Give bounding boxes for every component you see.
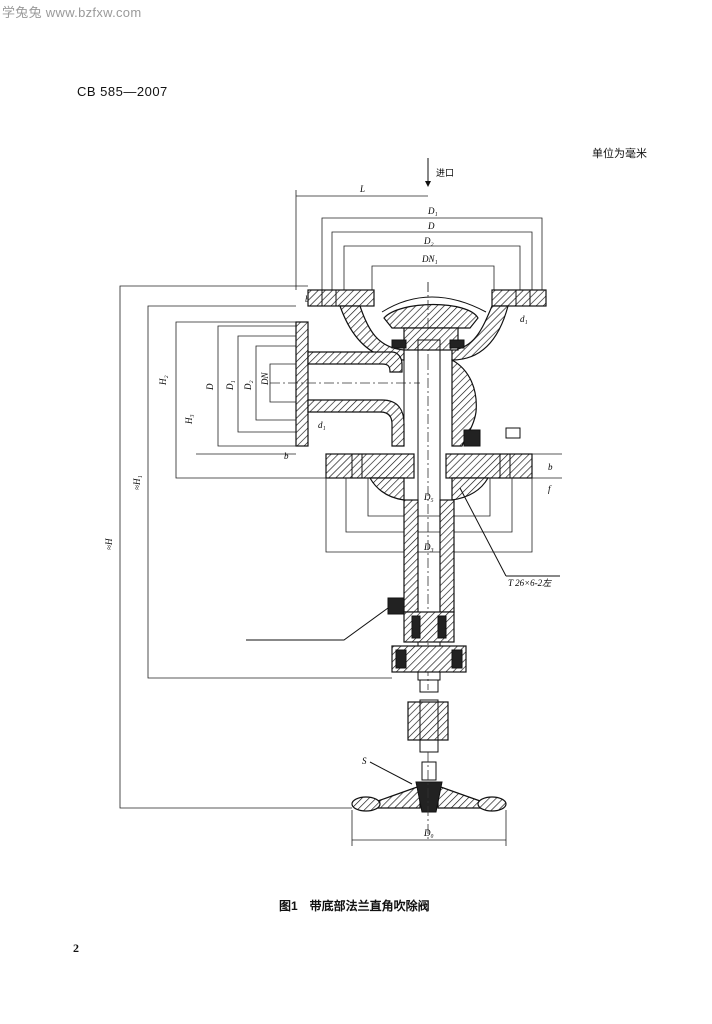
dim-L: L	[359, 184, 365, 194]
dim-line-DN1	[371, 265, 495, 292]
top-flange	[307, 282, 547, 361]
dim-d1-side: d₁	[318, 420, 326, 430]
gland-bolt-left	[387, 597, 405, 615]
s-leader	[369, 761, 413, 785]
top-flange-left	[307, 289, 375, 307]
dim-D2-side: D₂	[243, 380, 253, 391]
dim-H: ≈H	[104, 538, 114, 550]
watermark-text: 学兔兔 www.bzfxw.com	[2, 5, 142, 20]
dim-line-D-side	[217, 325, 296, 447]
bottom-flange: D₃ D₅ b f	[325, 427, 562, 553]
dim-b-bottom: b	[548, 462, 553, 472]
dim-D0: D₀	[423, 828, 434, 838]
part-leader-left	[246, 607, 389, 641]
side-flange	[295, 321, 309, 447]
stem-break	[419, 679, 439, 693]
bolt-nut-right	[463, 429, 481, 447]
dim-H3: H₃	[184, 414, 194, 425]
dim-line-D1-top	[321, 217, 543, 290]
dim-H1: ≈H₁	[132, 475, 142, 490]
dim-D-top: D	[427, 221, 435, 231]
dim-line-H1	[147, 305, 392, 679]
thread-leader	[459, 487, 507, 577]
handwheel-rim-left	[351, 796, 381, 812]
dim-line-D5	[367, 478, 491, 517]
dim-line-DN-side	[269, 363, 296, 403]
bottom-bolt-hole-right	[499, 453, 511, 479]
inlet-label: 进口	[436, 168, 454, 178]
tube-wall-left	[403, 499, 419, 613]
bottom-neck-left	[368, 477, 405, 501]
dim-S: S	[362, 756, 367, 766]
coupling	[407, 701, 449, 741]
dim-D5: D₅	[423, 492, 434, 502]
dim-line-H	[119, 285, 352, 809]
handwheel-hub	[415, 781, 443, 813]
side-pipe-upper	[307, 351, 403, 373]
page-number: 2	[73, 941, 79, 955]
bottom-neck-right	[451, 477, 490, 501]
dim-line-D-bottom	[345, 478, 513, 533]
dim-line-D-top	[331, 231, 533, 290]
bonnet-tube: T 26×6-2左	[246, 487, 560, 673]
side-pipe-lower	[307, 399, 405, 447]
body-wall-left	[339, 305, 405, 361]
extension-stem	[407, 679, 449, 781]
gland-nut-left	[395, 649, 407, 669]
dim-b-side: b	[284, 451, 289, 461]
bolt-hole-left	[321, 289, 337, 307]
side-inlet: H₂ D D₁ D₂ DN H₃ b d₁	[158, 321, 420, 479]
dim-D1-side: D₁	[225, 380, 235, 391]
lower-shaft	[421, 761, 437, 781]
coupling-shaft	[419, 699, 439, 753]
dim-d1-bottom-box	[505, 427, 521, 439]
dim-D1-top: D₁	[427, 206, 438, 216]
unit-note: 单位为毫米	[592, 148, 647, 160]
dim-line-H2	[175, 321, 326, 479]
dim-DN-side: DN	[260, 372, 270, 386]
tube-wall-right	[439, 499, 455, 613]
dim-line-D3	[325, 478, 533, 553]
standard-code: CB 585—2007	[77, 84, 168, 99]
thread-spec: T 26×6-2左	[508, 578, 552, 588]
dim-H2: H₂	[158, 375, 168, 386]
handwheel-rim-right	[477, 796, 507, 812]
bottom-flange-right	[445, 453, 533, 479]
dim-f: f	[548, 484, 552, 494]
gland-nut-right	[451, 649, 463, 669]
dim-line-D2-top	[343, 245, 521, 290]
bolt-hole-right	[515, 289, 531, 307]
handwheel: S D₀	[351, 752, 507, 846]
valve-disc	[383, 304, 479, 329]
dim-D-side: D	[205, 383, 215, 391]
gasket-right	[449, 339, 465, 349]
packing-left	[411, 615, 421, 639]
dim-DN1: DN₁	[421, 254, 438, 264]
dim-D2-top: D₂	[423, 236, 434, 246]
height-dimensions: ≈H ≈H₁	[104, 285, 392, 809]
bottom-flange-left	[325, 453, 415, 479]
body-right-wall	[451, 358, 477, 447]
gasket-left	[391, 339, 407, 349]
top-flange-right	[491, 289, 547, 307]
dim-d1-top: d₁	[520, 314, 528, 324]
packing-right	[437, 615, 447, 639]
valve-seat-arc	[381, 296, 487, 313]
dim-line-D1-side	[237, 335, 296, 433]
body-wall-right	[451, 305, 509, 361]
bottom-bolt-hole-left	[351, 453, 363, 479]
dim-D3: D₃	[423, 542, 434, 552]
dim-line-D2-side	[255, 345, 296, 421]
inlet-indicator: 进口	[425, 158, 454, 187]
figure-caption: 图1 带底部法兰直角吹除阀	[279, 899, 430, 913]
